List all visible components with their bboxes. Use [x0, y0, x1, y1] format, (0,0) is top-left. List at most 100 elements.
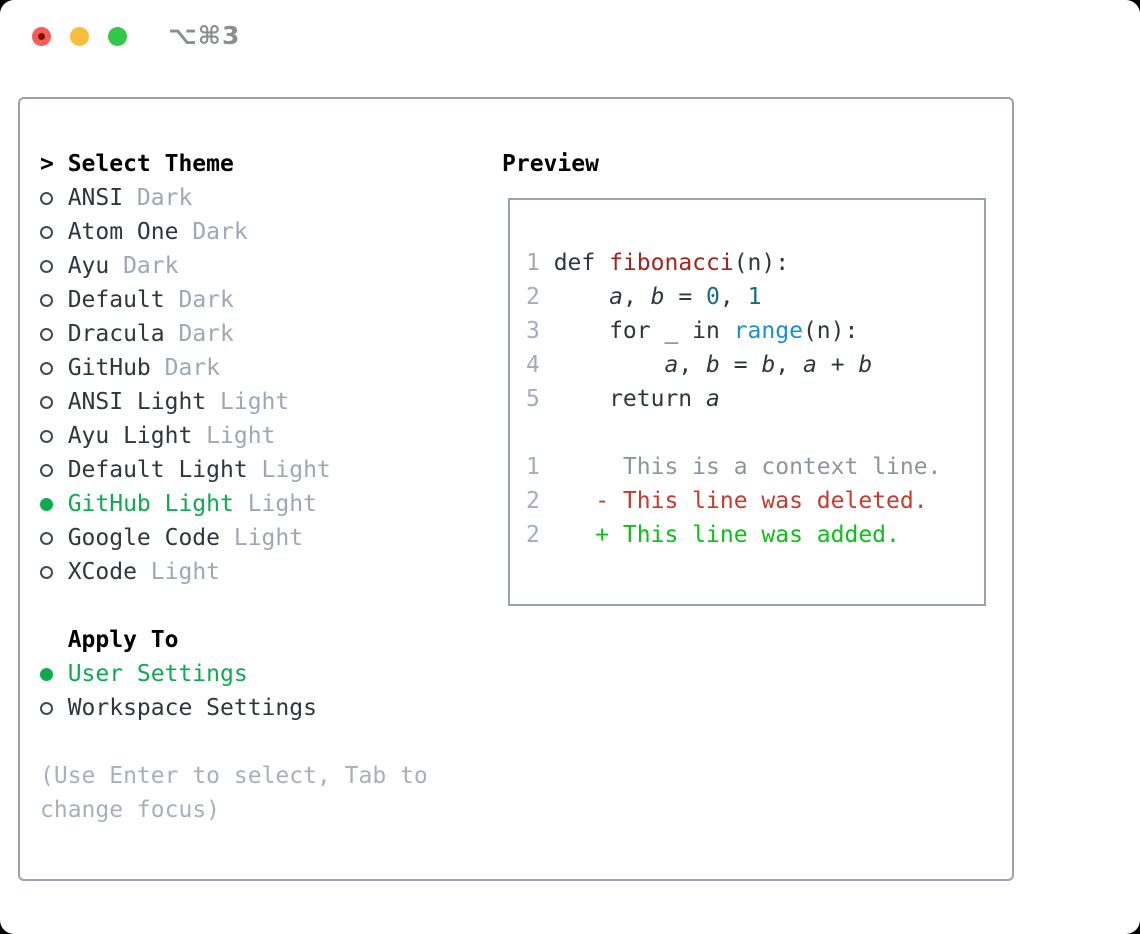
theme-variant-tag: Dark: [136, 185, 193, 211]
code-segment: def: [553, 250, 610, 276]
code-segment: a: [664, 352, 679, 378]
theme-option-label: Ayu: [67, 253, 110, 279]
theme-option-label: ANSI Light: [67, 389, 207, 415]
apply-to-header: Apply To: [40, 623, 438, 657]
apply-option[interactable]: User Settings: [40, 657, 438, 691]
radio-marker: [40, 429, 68, 443]
theme-variant-tag: Dark: [178, 321, 234, 347]
minimize-button[interactable]: [70, 27, 89, 46]
code-segment: ,: [622, 284, 651, 310]
diff-preview: 1 This is a context line.2 - This line w…: [526, 450, 968, 552]
radio-marker: [40, 701, 68, 715]
radio-marker: [40, 497, 68, 511]
theme-variant-tag: Light: [150, 559, 221, 585]
code-segment: ,: [678, 352, 707, 378]
code-segment: b: [650, 284, 665, 310]
code-segment: b: [858, 352, 873, 378]
line-number: 1: [526, 250, 540, 276]
preview-line: 1 This is a context line.: [526, 450, 968, 484]
apply-option-label: User Settings: [67, 661, 248, 687]
code-segment: ,: [775, 352, 803, 378]
apply-to-title: Apply To: [67, 627, 179, 653]
prompt-icon: >: [40, 151, 54, 177]
radio-unselected-icon: [40, 531, 53, 545]
line-number: 1: [526, 454, 540, 480]
close-button[interactable]: [32, 27, 51, 46]
theme-option-label: XCode: [67, 559, 137, 585]
radio-unselected-icon: [40, 327, 53, 341]
code-segment: 1: [747, 284, 762, 310]
line-number: 4: [526, 352, 540, 378]
theme-option-label: GitHub: [67, 355, 151, 381]
line-number: 2: [526, 488, 540, 514]
code-segment: b: [706, 352, 720, 378]
code-segment: a: [609, 284, 623, 310]
theme-variant-tag: Light: [261, 457, 331, 483]
zoom-button[interactable]: [108, 27, 127, 46]
radio-marker: [40, 191, 68, 205]
radio-marker: [40, 225, 68, 239]
theme-option[interactable]: XCode Light: [40, 555, 438, 589]
code-segment: b: [761, 352, 776, 378]
theme-option[interactable]: GitHub Dark: [40, 351, 438, 385]
preview-line: 2 - This line was deleted.: [526, 484, 968, 518]
theme-option-label: Dracula: [67, 321, 165, 347]
theme-option-label: Google Code: [67, 525, 221, 551]
theme-variant-tag: Dark: [178, 287, 234, 313]
theme-option-label: Default Light: [67, 457, 248, 483]
preview-line: 2 + This line was added.: [526, 518, 968, 552]
theme-option[interactable]: Default Light Light: [40, 453, 438, 487]
radio-unselected-icon: [40, 361, 53, 375]
code-segment: return: [553, 386, 707, 412]
usage-hint: (Use Enter to select, Tab to change focu…: [40, 763, 428, 823]
radio-marker: [40, 293, 68, 307]
line-number: 5: [526, 386, 540, 412]
code-segment: 0: [706, 284, 720, 310]
code-segment: ,: [719, 284, 748, 310]
code-segment: (n):: [802, 318, 859, 344]
apply-option-label: Workspace Settings: [67, 695, 317, 721]
apply-option[interactable]: Workspace Settings: [40, 691, 438, 725]
line-number: 3: [526, 318, 540, 344]
theme-variant-tag: Light: [206, 423, 276, 449]
theme-variant-tag: Dark: [164, 355, 221, 381]
code-segment: range: [733, 318, 803, 344]
radio-marker: [40, 565, 68, 579]
preview-line: 3 for _ in range(n):: [526, 314, 968, 348]
theme-option[interactable]: Dracula Dark: [40, 317, 438, 351]
preview-line: 2 a, b = 0, 1: [526, 280, 968, 314]
code-segment: a: [803, 352, 817, 378]
code-segment: [554, 284, 609, 310]
theme-option[interactable]: Ayu Light Light: [40, 419, 438, 453]
radio-marker: [40, 327, 68, 341]
radio-unselected-icon: [40, 701, 53, 715]
code-segment: for _ in: [553, 318, 734, 344]
theme-variant-tag: Light: [247, 491, 317, 517]
radio-marker: [40, 531, 68, 545]
radio-selected-icon: [40, 667, 53, 681]
traffic-lights: [32, 27, 127, 46]
theme-option[interactable]: GitHub Light Light: [40, 487, 438, 521]
code-segment: =: [664, 284, 707, 310]
radio-marker: [40, 463, 68, 477]
radio-unselected-icon: [40, 225, 53, 239]
preview-title: Preview: [502, 151, 599, 177]
radio-unselected-icon: [40, 191, 53, 205]
code-segment: + This line was added.: [553, 522, 900, 548]
theme-option-label: Ayu Light: [67, 423, 193, 449]
select-theme-header: > Select Theme: [40, 147, 438, 181]
line-number: 2: [526, 522, 540, 548]
theme-option-label: GitHub Light: [67, 491, 234, 517]
radio-marker: [40, 259, 68, 273]
